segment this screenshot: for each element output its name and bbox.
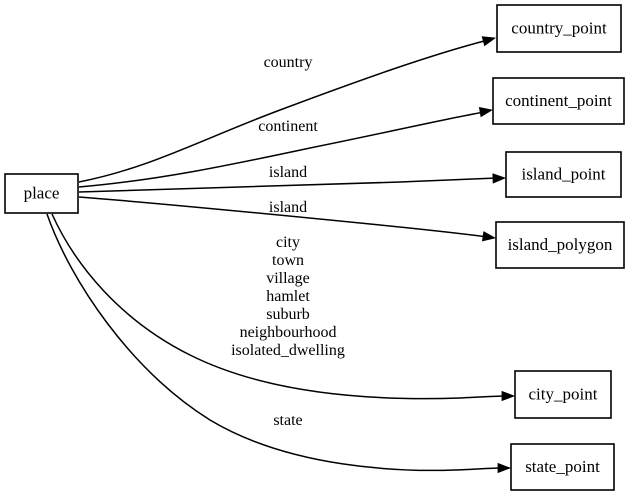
node-label: city_point [529, 384, 598, 403]
edge-place-to-island_point [78, 173, 507, 193]
node-box[interactable] [492, 77, 625, 125]
node-box[interactable] [4, 173, 79, 214]
edge-place-to-continent_point [78, 107, 494, 188]
edges-layer [46, 36, 516, 474]
edge-arrowhead [501, 390, 516, 402]
node-city_point[interactable]: city_point [514, 370, 612, 419]
edge-label-country_point: country [264, 54, 313, 71]
node-box[interactable] [505, 151, 622, 198]
edge-line [78, 111, 485, 188]
edge-label-continent_point: continent [258, 118, 318, 135]
edge-arrowhead [478, 107, 494, 118]
edge-arrowhead [481, 36, 497, 47]
node-label: island_point [521, 164, 605, 183]
edge-place-to-state_point [46, 213, 512, 474]
edge-arrowhead [481, 231, 497, 242]
node-island_point[interactable]: island_point [505, 151, 622, 198]
edge-line [46, 213, 503, 472]
node-label: continent_point [505, 91, 612, 110]
node-label: island_polygon [508, 235, 613, 254]
node-box[interactable] [495, 221, 625, 269]
node-place[interactable]: place [4, 173, 79, 214]
node-island_polygon[interactable]: island_polygon [495, 221, 625, 269]
node-continent_point[interactable]: continent_point [492, 77, 625, 125]
node-box[interactable] [514, 370, 612, 419]
edge-place-to-island_polygon [78, 196, 497, 242]
node-state_point[interactable]: state_point [510, 443, 615, 491]
edge-line [78, 39, 489, 183]
edge-line [51, 213, 507, 400]
edge-label-state_point: state [273, 412, 302, 429]
edge-place-to-city_point [51, 213, 516, 402]
nodes-layer: place country_point continent_point island_… [4, 4, 625, 491]
edge-label-island_polygon: island [269, 199, 307, 216]
edge-arrowhead [497, 462, 512, 474]
node-label: place [24, 183, 60, 202]
node-label: country_point [511, 18, 607, 37]
edge-line [78, 196, 489, 238]
edge-line [78, 177, 498, 193]
node-label: state_point [525, 457, 600, 476]
node-country_point[interactable]: country_point [496, 4, 622, 53]
edge-label-island_point: island [269, 164, 307, 181]
edge-arrowhead [492, 173, 507, 184]
node-box[interactable] [510, 443, 615, 491]
node-box[interactable] [496, 4, 622, 53]
edge-place-to-country_point [78, 36, 497, 183]
